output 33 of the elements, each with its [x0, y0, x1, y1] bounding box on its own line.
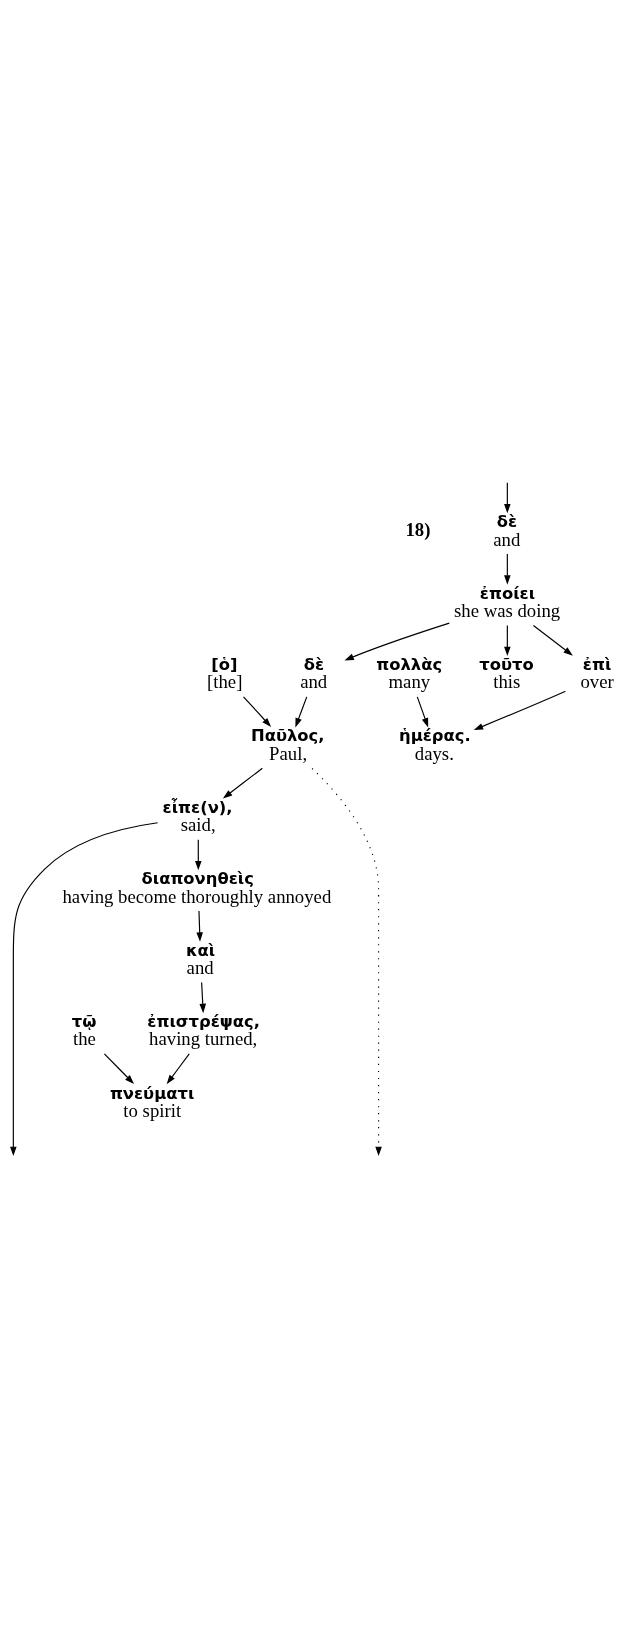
node-text: πολλὰς many — [376, 655, 443, 693]
arrow — [504, 553, 511, 585]
node-text: [ὁ] [the] — [207, 655, 243, 693]
arrow — [295, 696, 308, 728]
arrow — [10, 822, 159, 1157]
arrow — [195, 839, 202, 871]
node-text: εἶπε(ν), said, — [162, 797, 233, 836]
arrow — [196, 910, 203, 942]
arrow — [344, 622, 450, 661]
arrow — [222, 767, 263, 799]
arrow — [199, 981, 206, 1014]
arrow — [103, 1053, 135, 1085]
node-text: τῷ the — [71, 1012, 97, 1050]
node-text: τοῦτο this — [479, 655, 534, 693]
arrow — [166, 1053, 190, 1085]
arrow — [504, 624, 511, 657]
arrow — [473, 690, 567, 730]
node-text: ἡμέρας. days. — [399, 726, 471, 764]
arrow — [311, 767, 382, 1157]
node-text: πνεύματι to spirit — [109, 1083, 195, 1121]
node-text: ἐπιστρέψας, having turned, — [147, 1012, 261, 1050]
node-text: καὶ and — [186, 940, 216, 978]
node-text: ἐποίει she was doing — [454, 583, 561, 621]
node-text: διαπονηθεὶς having become thoroughly annoyed — [62, 869, 332, 907]
label: 18) — [405, 519, 431, 541]
arrow — [416, 696, 429, 728]
node-text: δὲ and — [493, 512, 521, 550]
node-text: Παῦλος, Paul, — [250, 726, 325, 764]
node-text: δὲ and — [300, 655, 328, 693]
arrow — [242, 696, 272, 728]
arrow — [532, 624, 573, 656]
node-text: ἐπὶ over — [580, 655, 614, 693]
arrow — [504, 482, 511, 514]
